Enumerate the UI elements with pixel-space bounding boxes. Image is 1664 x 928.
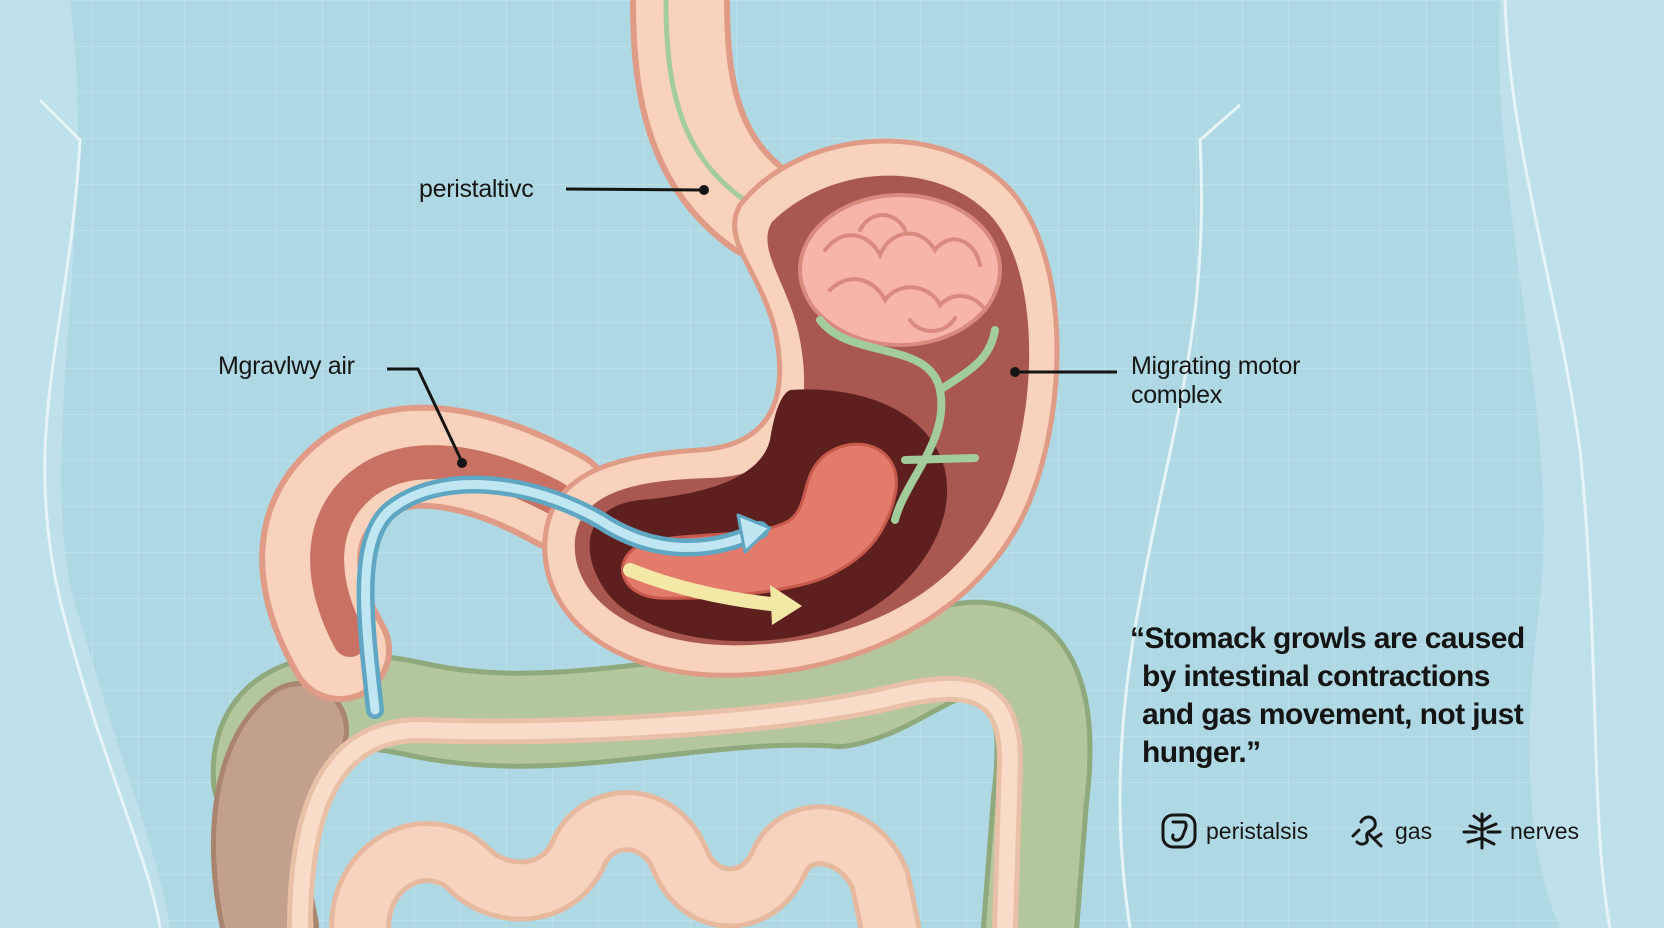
flow-arrow-yellow-head [770,585,802,625]
legend-item-peristalsis: peristalsis [1160,812,1308,850]
leader-line-air [387,367,467,468]
flow-arrow-yellow [623,563,787,612]
label-migrating-motor-complex: Migrating motor complex [1131,352,1301,409]
quote-line-3: and gas movement, not just [1142,698,1524,731]
fact-quote: “Stomack growls are caused by intestinal… [1130,620,1582,772]
stomach-icon [1161,813,1197,849]
air-flow-arrow [736,513,772,554]
quote-line-2: by intestinal contractions [1142,660,1490,693]
stomach-folds [621,442,898,600]
esophagus-fill [636,0,804,254]
legend-label-nerves: nerves [1510,817,1580,844]
gas-bubbles-icon [1351,815,1383,848]
legend-item-nerves: nerves [1462,812,1579,850]
legend-label-gas: gas [1395,817,1433,844]
legend-label-peristalsis: peristalsis [1206,817,1309,844]
quote-line-4: hunger.” [1142,736,1261,769]
brain-illustration [798,193,1002,347]
air-tube-core [361,480,765,715]
leader-line-mmc [1010,367,1117,377]
body-edge-left [38,98,162,928]
body-edge-right [1118,103,1241,928]
nerve-branch [816,316,999,524]
label-air: Mgravlwy air [218,352,355,380]
label-peristaltic: peristaltivc [419,175,534,203]
body-outline-left [0,0,170,928]
ascending-colon-fill [216,686,344,928]
duodenum-lumen [310,445,572,657]
nerves-icon [1462,812,1502,850]
legend-item-gas: gas [1351,812,1432,850]
intestine-tube-core [292,680,1019,928]
small-intestine-fill [334,795,916,928]
esophagus-green-line [663,0,772,218]
quote-line-1: “Stomack growls are caused [1130,622,1525,655]
leader-line-peristaltic [565,185,709,195]
body-edge-far-right [1503,0,1612,928]
